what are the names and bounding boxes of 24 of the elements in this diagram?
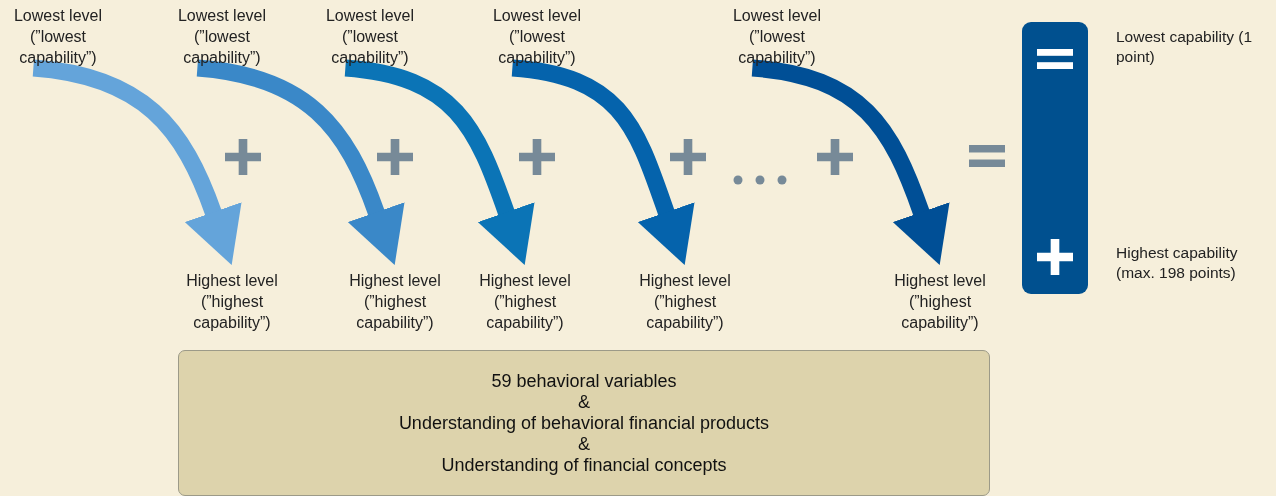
level-label: Lowest level (”lowest capability”) xyxy=(2,5,114,68)
level-label: Highest level (”highest capability”) xyxy=(884,270,996,333)
summary-text: 59 behavioral variables xyxy=(491,370,677,392)
scale-end-label: Lowest capability (1 point) xyxy=(1116,27,1254,67)
summary-text: & xyxy=(578,391,590,413)
curved-arrow xyxy=(511,59,695,266)
level-label: Highest level (”highest capability”) xyxy=(176,270,288,333)
summary-panel xyxy=(178,350,990,496)
curved-arrow xyxy=(751,59,950,265)
level-label: Lowest level (”lowest capability”) xyxy=(314,5,426,68)
summary-text: Understanding of financial concepts xyxy=(441,454,727,476)
level-label: Lowest level (”lowest capability”) xyxy=(166,5,278,68)
level-label: Lowest level (”lowest capability”) xyxy=(481,5,593,68)
curved-arrow xyxy=(32,59,242,265)
capability-scale-bar xyxy=(1022,22,1088,294)
level-label: Lowest level (”lowest capability”) xyxy=(721,5,833,68)
summary-text: & xyxy=(578,433,590,455)
level-label: Highest level (”highest capability”) xyxy=(629,270,741,333)
level-label: Highest level (”highest capability”) xyxy=(339,270,451,333)
summary-text: Understanding of behavioral financial products xyxy=(398,412,770,434)
level-label: Highest level (”highest capability”) xyxy=(469,270,581,333)
curved-arrow xyxy=(344,59,535,265)
curved-arrow xyxy=(196,59,405,265)
scale-end-label: Highest capability (max. 198 points) xyxy=(1116,243,1239,283)
